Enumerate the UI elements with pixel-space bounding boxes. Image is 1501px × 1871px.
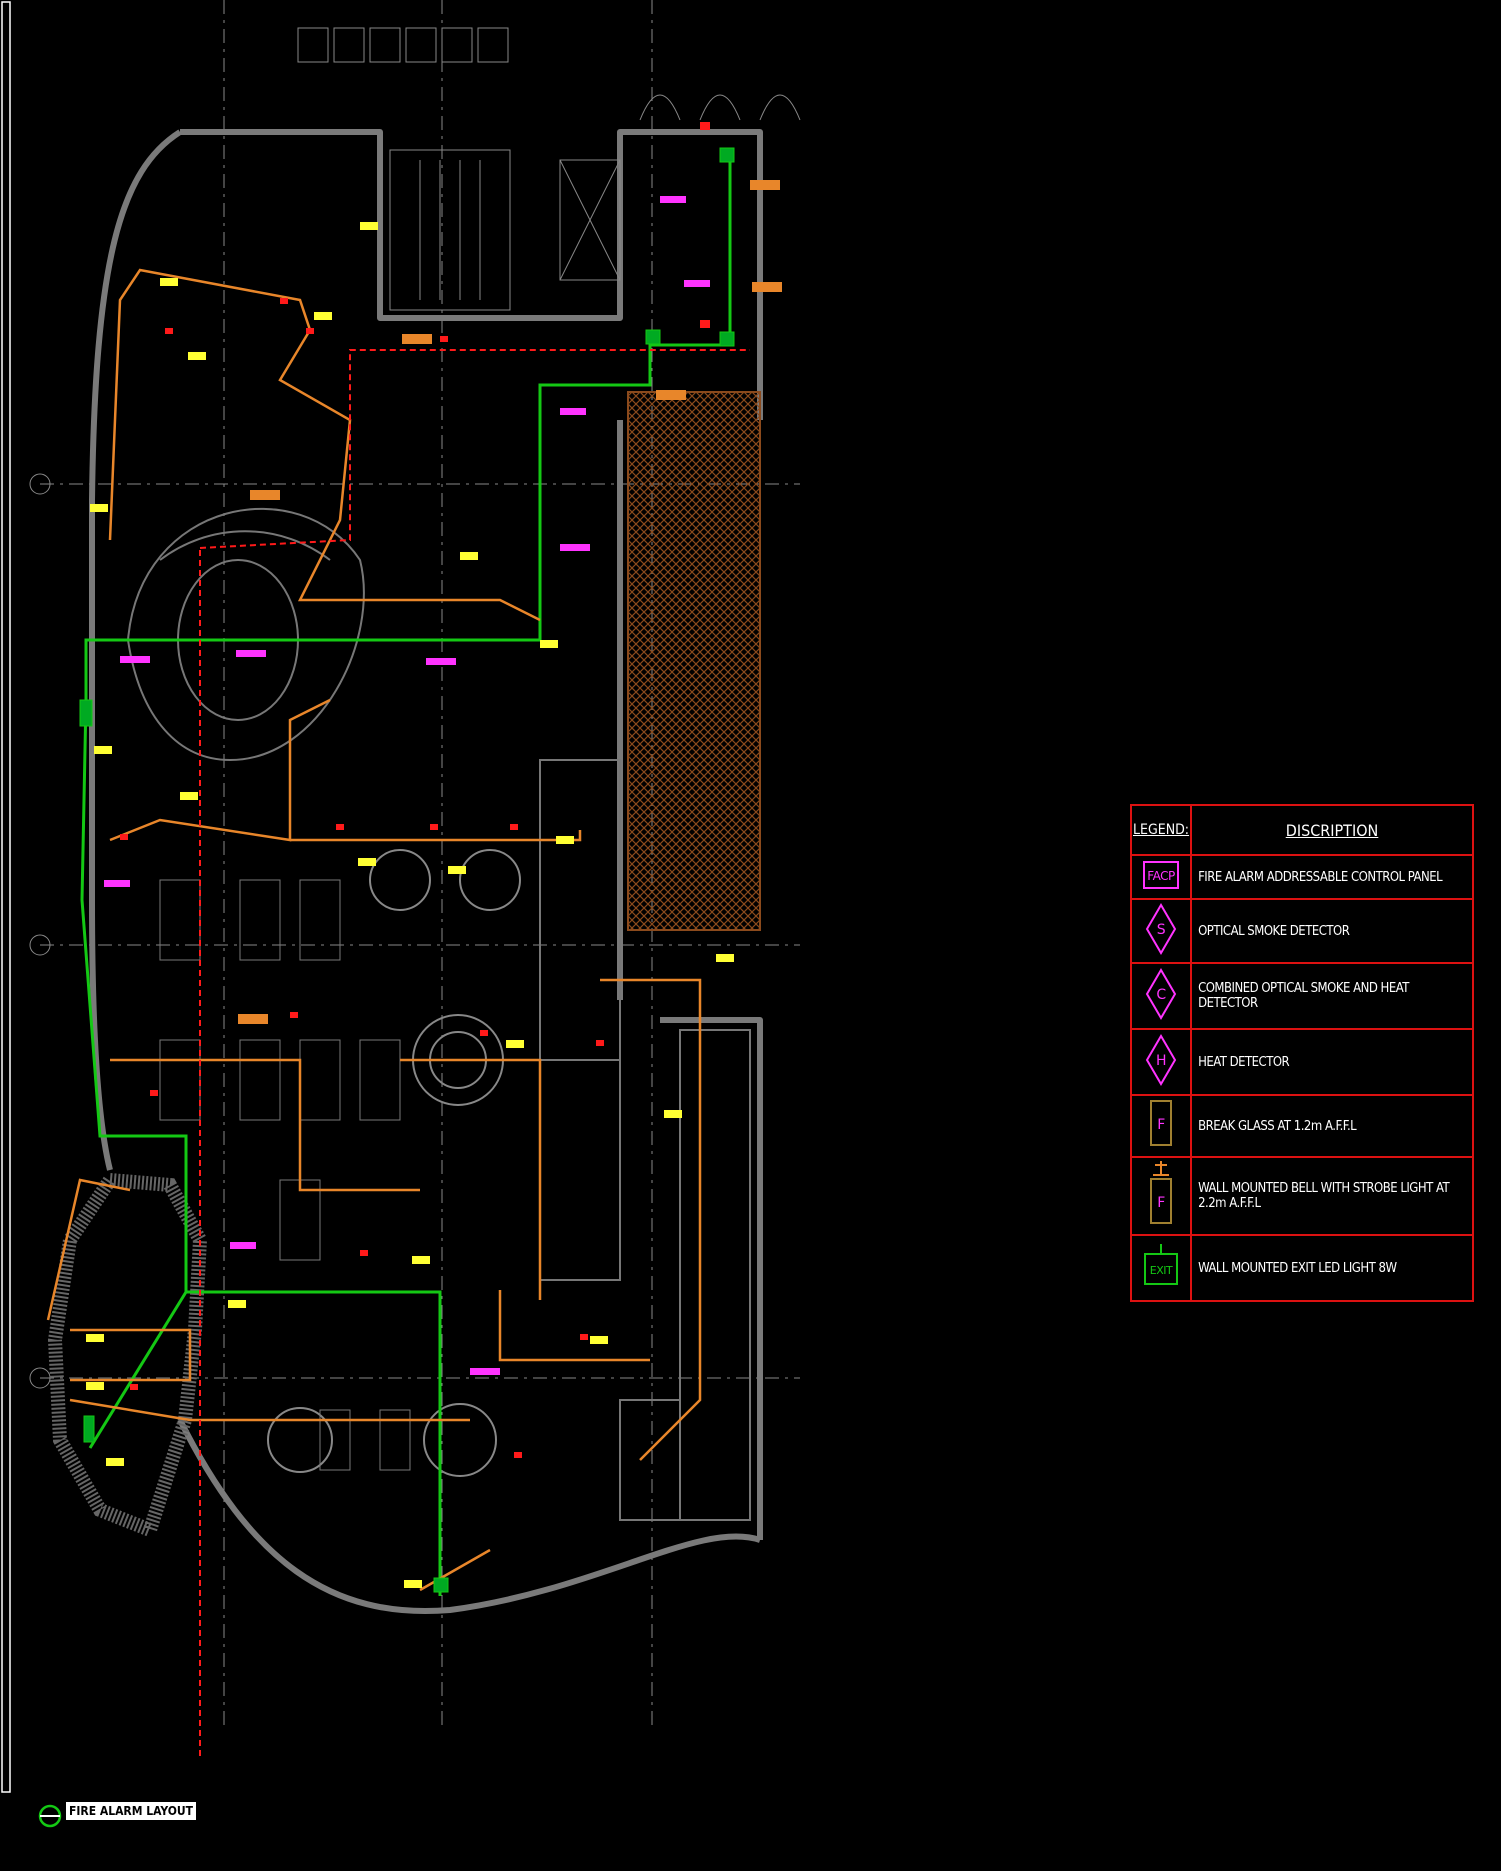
magenta-tags — [104, 196, 710, 1375]
svg-text:FACP: FACP — [1147, 869, 1175, 883]
legend-header: LEGEND: — [1129, 804, 1193, 856]
top-furniture — [297, 27, 801, 121]
svg-text:F: F — [1157, 1117, 1165, 1133]
device-wiring — [46, 268, 702, 1592]
bell-strobe-icon: F — [1129, 1156, 1193, 1236]
legend-label-combined: COMBINED OPTICAL SMOKE AND HEAT DETECTOR — [1190, 962, 1474, 1030]
grid-lines — [40, 0, 800, 1730]
legend-label-facp: FIRE ALARM ADDRESSABLE CONTROL PANEL — [1190, 854, 1474, 900]
grid-bubbles — [29, 473, 51, 1389]
orange-callouts — [238, 180, 782, 1024]
sheet-frame — [1, 1, 11, 1793]
drawing-title: FIRE ALARM LAYOUT — [66, 1802, 197, 1820]
legend-label-smoke: OPTICAL SMOKE DETECTOR — [1190, 898, 1474, 964]
svg-text:H: H — [1156, 1053, 1166, 1069]
detector-markers — [120, 122, 710, 1458]
drawing-title-block: FIRE ALARM LAYOUT — [38, 1792, 197, 1832]
yellow-tags — [86, 222, 734, 1588]
staircase — [389, 149, 621, 311]
break-glass-icon: F — [1129, 1094, 1193, 1158]
heat-detector-icon: H — [1129, 1028, 1193, 1096]
exit-light-markers — [79, 147, 735, 1593]
svg-text:C: C — [1156, 987, 1166, 1003]
legend-table: LEGEND: DISCRIPTION FACP FIRE ALARM ADDR… — [1129, 804, 1474, 1302]
loop-cable — [80, 155, 732, 1596]
section-marker-icon — [38, 1804, 62, 1828]
legend-label-heat: HEAT DETECTOR — [1190, 1028, 1474, 1096]
dining-tables — [159, 879, 411, 1471]
smoke-detector-icon: S — [1129, 898, 1193, 964]
description-header: DISCRIPTION — [1190, 804, 1474, 856]
combined-detector-icon: C — [1129, 962, 1193, 1030]
svg-text:S: S — [1157, 922, 1166, 938]
legend-label-bell-strobe: WALL MOUNTED BELL WITH STROBE LIGHT AT 2… — [1190, 1156, 1474, 1236]
hatched-terrace — [627, 391, 761, 931]
round-tables — [267, 849, 521, 1477]
svg-text:EXIT: EXIT — [1150, 1264, 1173, 1277]
legend-label-exit: WALL MOUNTED EXIT LED LIGHT 8W — [1190, 1234, 1474, 1302]
exit-light-icon: EXIT — [1129, 1234, 1193, 1302]
facp-panel-icon: FACP — [1129, 854, 1193, 900]
svg-text:F: F — [1157, 1195, 1165, 1211]
octagon-room — [47, 1172, 208, 1540]
alarm-circuit — [199, 349, 750, 1760]
legend-label-break-glass: BREAK GLASS AT 1.2m A.F.F.L — [1190, 1094, 1474, 1158]
